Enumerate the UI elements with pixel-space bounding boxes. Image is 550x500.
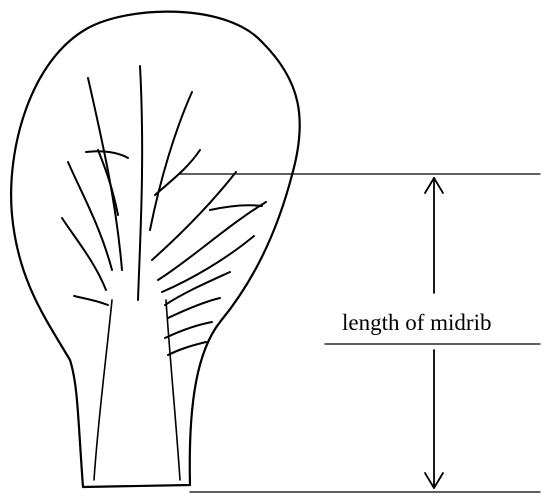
vein: [168, 342, 206, 355]
leaf-outline: [11, 12, 300, 487]
vein: [165, 272, 230, 305]
vein: [155, 150, 200, 195]
vein: [86, 151, 128, 158]
vein: [150, 92, 192, 230]
length-of-midrib-label: length of midrib: [342, 310, 491, 335]
vein: [74, 296, 108, 305]
vein: [62, 218, 106, 290]
leaf-veins: [62, 66, 266, 355]
vein: [88, 78, 122, 270]
vein: [68, 162, 112, 270]
petiole-left-edge: [94, 300, 112, 480]
vein: [152, 172, 236, 260]
vein: [138, 66, 142, 300]
vein: [158, 202, 266, 280]
vein: [165, 322, 212, 338]
vein: [98, 150, 118, 215]
vein: [168, 298, 220, 318]
petiole-right-edge: [166, 300, 180, 480]
